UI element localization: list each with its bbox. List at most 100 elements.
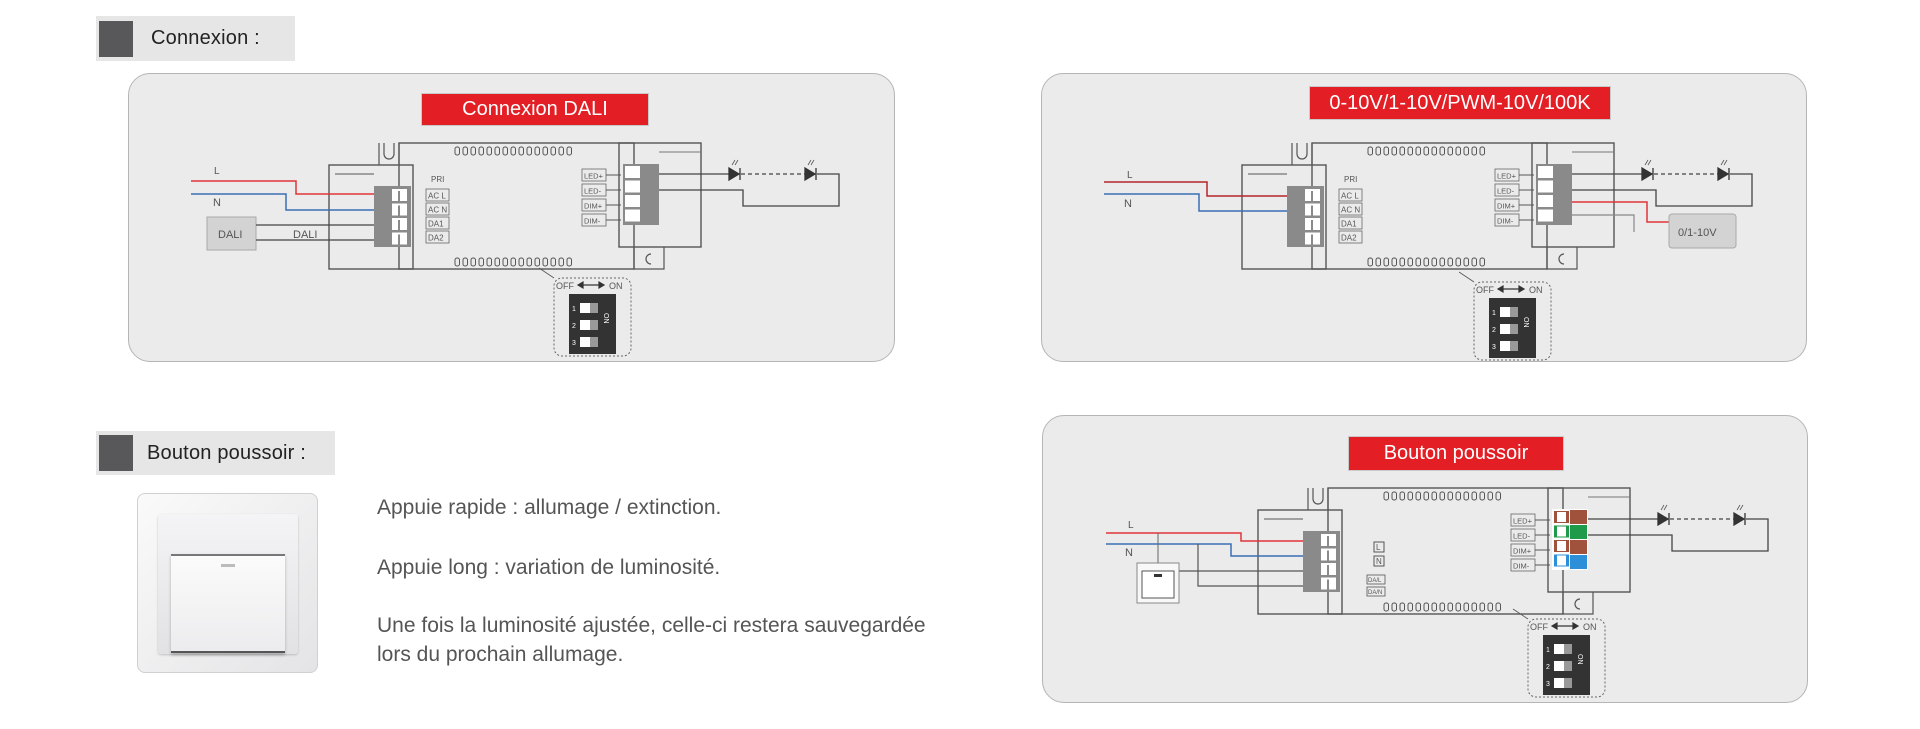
vent-slot: [518, 257, 524, 267]
double-arrow-icon: [1550, 621, 1580, 631]
terminal-label: AC L: [428, 192, 446, 201]
vent-slot: [1423, 491, 1429, 501]
dip-number: 1: [572, 306, 576, 313]
vent-slot: [1431, 257, 1437, 267]
vent-slot: [1463, 257, 1469, 267]
terminal-label: DA1: [1341, 220, 1357, 229]
wire-label-n: N: [1125, 547, 1133, 559]
terminal-color-marker: [1570, 510, 1587, 524]
terminal-label: LED-: [1497, 187, 1515, 196]
vent-slot: [502, 146, 508, 156]
vent-slot: [494, 146, 500, 156]
wire-neutral: [1106, 543, 1303, 557]
led-return-wire: [659, 173, 840, 207]
vent-slot: [1439, 491, 1445, 501]
terminal-label: DIM-: [1513, 562, 1530, 571]
terminal-label-box: [1366, 586, 1386, 597]
terminal-label-box: [1373, 555, 1385, 567]
dip-on-label: ON: [1583, 622, 1597, 632]
vent-slot: [510, 146, 516, 156]
vent-slot: [542, 146, 548, 156]
vent-slot: [1495, 602, 1501, 612]
terminal-color-marker: [1570, 555, 1587, 569]
terminal-label: LED+: [1513, 517, 1533, 526]
vent-slot: [1439, 602, 1445, 612]
terminal-label: DA/N: [1368, 590, 1382, 596]
vent-slot: [1479, 491, 1485, 501]
terminal-label-box: [1366, 574, 1386, 585]
instruction-memory-2: lors du prochain allumage.: [377, 643, 624, 666]
led-return-wire: [1572, 173, 1753, 207]
wire-neutral: [1104, 193, 1287, 212]
dip-slider: [1554, 678, 1564, 688]
dip-callout-frame: [1473, 281, 1552, 361]
wire-label-n: N: [213, 197, 221, 209]
dip-number: 2: [1492, 327, 1496, 334]
dip-off-label: OFF: [1530, 622, 1548, 632]
vent-slot: [1415, 602, 1421, 612]
terminal-slot-inner: [1557, 555, 1566, 566]
vent-slot: [478, 257, 484, 267]
wire-live: [1104, 181, 1287, 197]
terminal-label: N: [1376, 557, 1382, 566]
vent-slot: [1383, 257, 1389, 267]
terminal-label: DIM+: [1513, 547, 1532, 556]
vent-slot: [1455, 146, 1461, 156]
terminal-label: DIM-: [1497, 217, 1514, 226]
wire-neutral: [191, 193, 374, 211]
vent-slot: [1407, 257, 1413, 267]
wire-live: [191, 180, 374, 195]
terminal-label-box: [1338, 188, 1363, 202]
dip-slider: [580, 337, 590, 347]
dip-on-label: ON: [609, 281, 623, 291]
wire-label-l: L: [1128, 520, 1134, 531]
dip-slider: [1554, 644, 1564, 654]
vent-slot: [454, 257, 460, 267]
wire-live: [1106, 532, 1303, 542]
terminal-label-box: [1373, 541, 1385, 553]
terminal-label: DA1: [428, 220, 444, 229]
leader-line: [1458, 271, 1475, 283]
leader-line: [1512, 608, 1529, 620]
wire-label-n: N: [1124, 198, 1132, 210]
terminal-slot-inner: [628, 210, 637, 221]
panel-title: Bouton poussoir: [1348, 436, 1564, 471]
vent-slot: [526, 257, 532, 267]
vent-slot: [478, 146, 484, 156]
vent-slot: [550, 146, 556, 156]
terminal-color-marker: [1570, 525, 1587, 539]
vent-slot: [486, 257, 492, 267]
vent-slot: [550, 257, 556, 267]
mount-notch-top: [378, 143, 400, 165]
vent-slot: [1471, 491, 1477, 501]
vent-slot: [566, 146, 572, 156]
vent-slot: [558, 146, 564, 156]
vent-slot: [1447, 602, 1453, 612]
vent-slot: [1471, 146, 1477, 156]
vent-slot: [1463, 602, 1469, 612]
light-rays-icon: [1720, 159, 1728, 166]
driver-input-housing: [1257, 509, 1343, 615]
vent-slot: [1415, 257, 1421, 267]
dip-slider: [1554, 661, 1564, 671]
dip-number: 2: [1546, 664, 1550, 671]
dip-number: 2: [572, 323, 576, 330]
push-button-indicator: [1154, 574, 1162, 577]
dip-on-marker: ON: [1522, 317, 1529, 328]
vent-slot: [1463, 146, 1469, 156]
terminal-label-box: [425, 230, 450, 244]
panel-title: Connexion DALI: [421, 93, 649, 126]
vent-slot: [1447, 491, 1453, 501]
vent-slot: [486, 146, 492, 156]
vent-slot: [1399, 602, 1405, 612]
vent-slot: [1415, 491, 1421, 501]
terminal-label: DA2: [428, 234, 444, 243]
vent-slot: [1367, 257, 1373, 267]
mount-notch-bottom: [1562, 592, 1594, 615]
